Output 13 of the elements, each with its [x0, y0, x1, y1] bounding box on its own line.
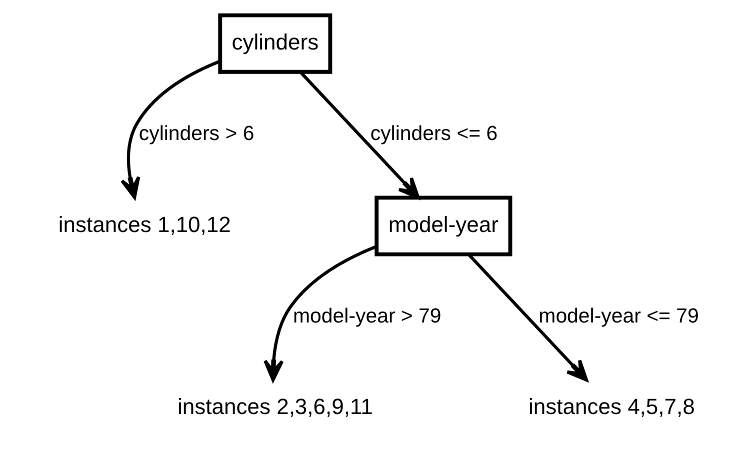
node-text: instances 2,3,6,9,11: [177, 394, 372, 419]
node-text: instances 4,5,7,8: [528, 394, 694, 419]
node-text: instances 1,10,12: [58, 211, 230, 236]
arrow: [467, 253, 588, 382]
edge-label: model-year > 79: [292, 304, 441, 328]
edge-label: cylinders > 6: [138, 122, 254, 145]
arrow: [120, 59, 220, 198]
edge-label: cylinders <= 6: [370, 122, 498, 145]
node-box: model-year: [374, 195, 512, 256]
edge-label: model-year <= 79: [538, 304, 698, 328]
arrow: [263, 244, 376, 382]
arrow: [299, 70, 420, 199]
node-box: cylinders: [218, 12, 332, 74]
